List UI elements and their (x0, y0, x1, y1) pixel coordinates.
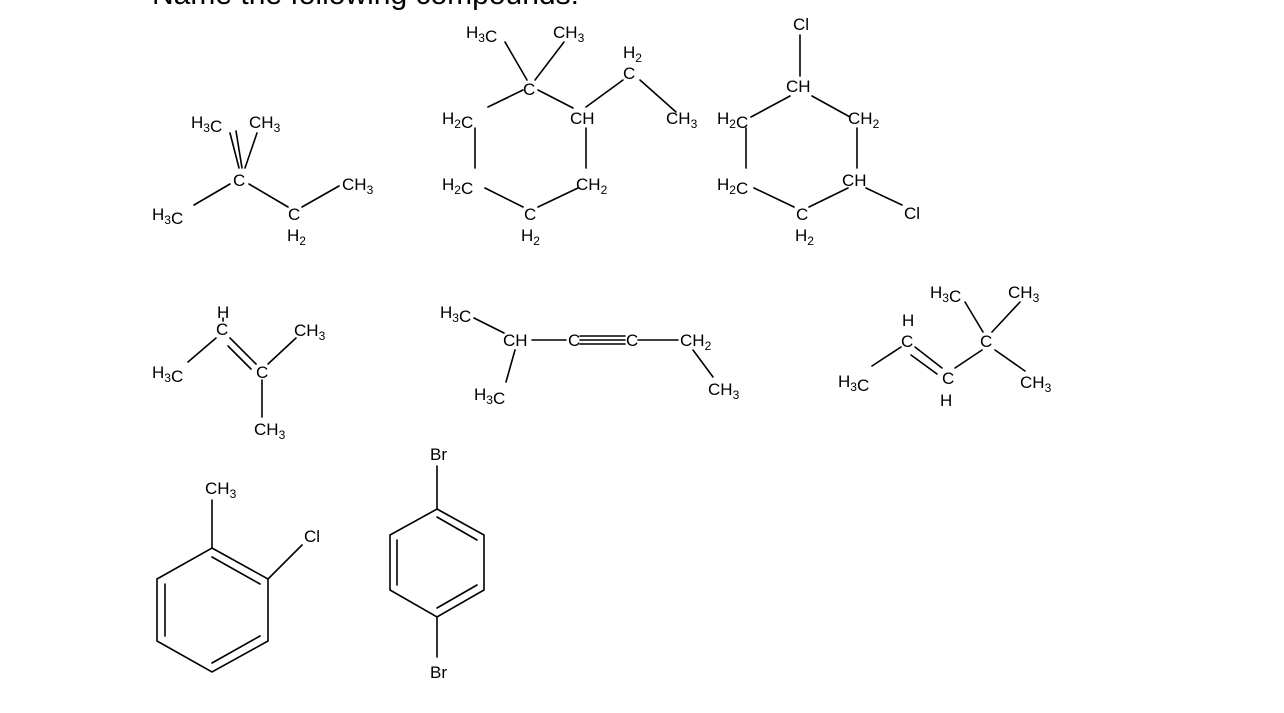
atom-label: CH2 (848, 109, 880, 131)
atom-label: CH3 (205, 479, 237, 501)
atom-label: H3C (152, 205, 183, 228)
atom-label: CH (786, 77, 811, 96)
atom-label: CH2 (576, 175, 608, 197)
atom-label: H2 (287, 226, 306, 248)
atom-label: CH3 (1020, 373, 1052, 395)
structure-2: H3C CH3 C H2 C CH CH3 H2C H2C CH2 C H2 (442, 23, 698, 248)
atom-label: H (940, 391, 952, 410)
atom-label: CH3 (666, 109, 698, 131)
atom-label: C (901, 332, 913, 351)
atom-label: CH (503, 331, 528, 350)
atom-label: H (902, 311, 914, 330)
atom-label: H3C (930, 283, 961, 306)
atom-label: H2C (442, 175, 473, 198)
atom-label: CH3 (294, 321, 326, 343)
atom-label: H2 (623, 43, 642, 65)
atom-label: H3C (440, 303, 471, 326)
atom-label: CH3 (249, 113, 281, 135)
atom-label: Cl (793, 15, 809, 34)
atom-label: C (626, 331, 638, 350)
atom-label: C (942, 369, 954, 388)
atom-label: C (796, 205, 808, 224)
atom-label: CH3 (342, 175, 374, 197)
slide-title: Name the following compounds: (152, 0, 579, 12)
structure-5: H3C CH C C CH2 H3C CH3 (440, 303, 740, 408)
atom-label: H (217, 303, 229, 322)
atom-label: H2C (442, 109, 473, 132)
atom-label: H3C (474, 385, 505, 408)
atom-label: H2C (717, 109, 748, 132)
atom-label: CH3 (708, 380, 740, 402)
atom-label: C (216, 320, 228, 339)
atom-label: Cl (904, 204, 920, 223)
atom-label: C (523, 80, 535, 99)
structure-6: H3C CH3 H C C H3C C H CH3 (838, 283, 1052, 410)
atom-label: H3C (191, 113, 222, 136)
structure-7: CH3 Cl (156, 479, 320, 673)
atom-label: Br (430, 663, 447, 682)
structure-4: H C CH3 H3C C CH3 (152, 303, 326, 442)
structure-8: Br Br (389, 445, 485, 682)
atom-label: CH2 (680, 331, 712, 353)
atom-label: CH3 (1008, 283, 1040, 305)
structure-3: Cl CH H2C CH2 H2C CH Cl C H2 (717, 15, 920, 248)
atom-label: C (623, 64, 635, 83)
atom-label: H3C (466, 23, 497, 46)
atom-label: C (288, 205, 300, 224)
atom-label: CH (842, 171, 867, 190)
atom-label: CH3 (254, 420, 286, 442)
structure-1: H3C CH3 C H3C C H2 CH3 (152, 113, 374, 248)
atom-label: C (568, 331, 580, 350)
atom-label: H3C (838, 372, 869, 395)
atom-label: Br (430, 445, 447, 464)
atom-label: Cl (304, 527, 320, 546)
atom-label: H3C (152, 363, 183, 386)
atom-label: C (980, 332, 992, 351)
atom-label: C (524, 205, 536, 224)
atom-label: CH3 (553, 23, 585, 45)
atom-label: H2 (521, 226, 540, 248)
atom-label: C (256, 363, 268, 382)
atom-label: C (233, 171, 245, 190)
atom-label: H2C (717, 175, 748, 198)
atom-label: CH (570, 109, 595, 128)
atom-label: H2 (795, 226, 814, 248)
